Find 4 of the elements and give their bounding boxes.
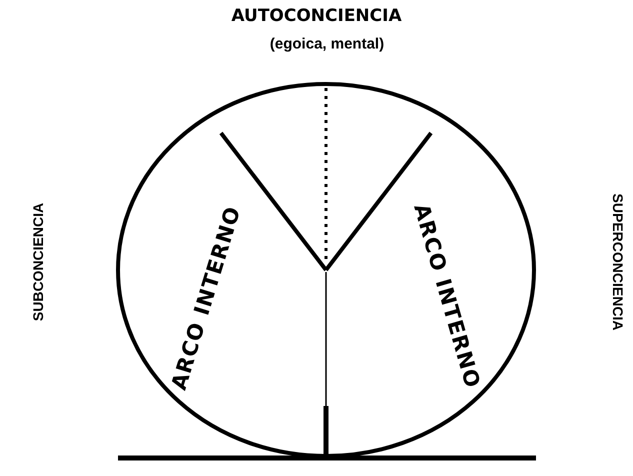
subtitle: (egoica, mental) [270,36,384,52]
side-label: SUPERCONCIENCIA [610,194,626,330]
title: AUTOCONCIENCIA [230,6,403,26]
side-label: SUBCONCIENCIA [30,202,46,322]
